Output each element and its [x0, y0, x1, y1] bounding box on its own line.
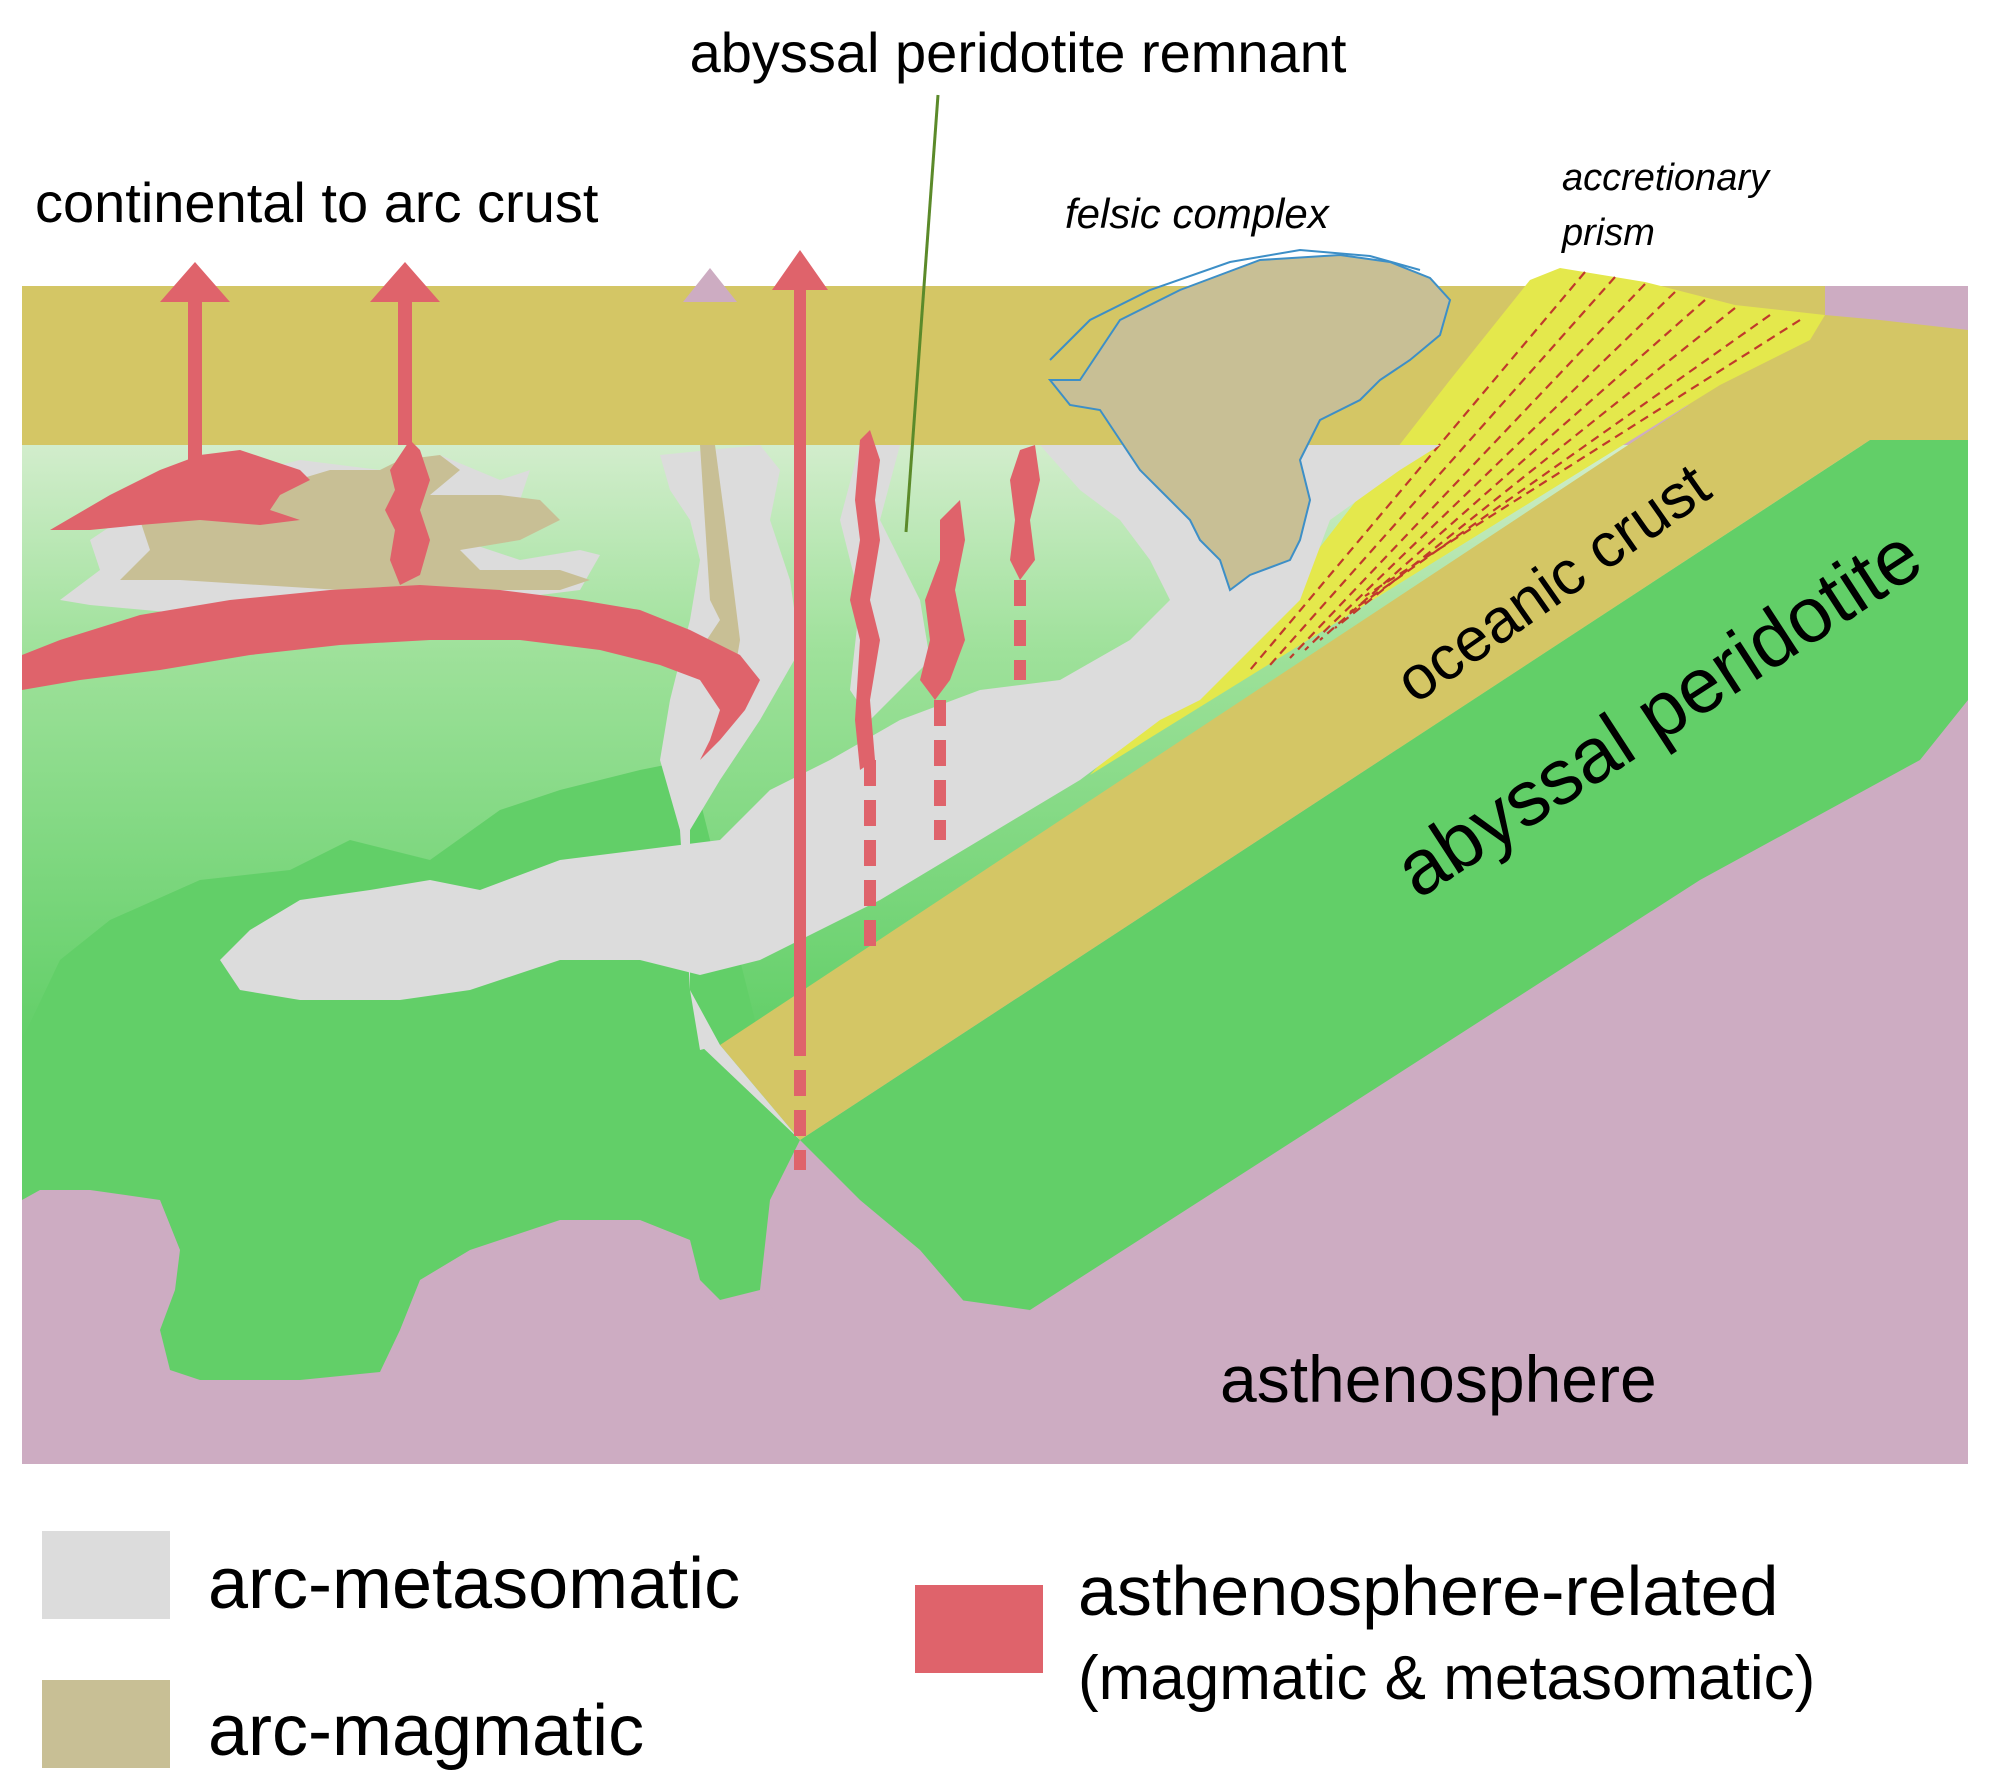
prism-faults: [1249, 271, 1801, 671]
legend-swatch-asthenosphere-related: [915, 1585, 1043, 1673]
felsic-outer-outline: [1049, 248, 1421, 361]
legend-swatch-arc-metasomatic: [42, 1531, 170, 1619]
legend-label-asthenosphere-related-detail: (magmatic & metasomatic): [1078, 1644, 1816, 1713]
legend-label-arc-metasomatic: arc-metasomatic: [208, 1544, 741, 1624]
arc-magmatic-bodies: [120, 445, 740, 700]
felsic-complex: [1047, 253, 1452, 592]
asthenosphere-related-lens: [22, 585, 760, 760]
label-felsic-complex: felsic complex: [1065, 190, 1331, 237]
label-continental-to-arc-crust: continental to arc crust: [35, 171, 599, 234]
label-prism: prism: [1561, 212, 1655, 254]
legend-swatch-arc-magmatic: [42, 1680, 170, 1768]
magma-feeder-arrows: [160, 250, 828, 1030]
legend-label-asthenosphere-related: asthenosphere-related: [1078, 1552, 1779, 1630]
abyssal-peridotite-slab: [800, 440, 1968, 1320]
dashed-feeders: [794, 580, 1026, 1170]
label-asthenosphere: asthenosphere: [1220, 1342, 1657, 1416]
label-abyssal-peridotite-remnant: abyssal peridotite remnant: [690, 21, 1347, 84]
asthenosphere-related-bodies: [50, 430, 1040, 770]
legend-label-arc-magmatic: arc-magmatic: [208, 1691, 645, 1771]
oceanic-crust-slab: [720, 315, 1968, 1140]
label-accretionary: accretionary: [1562, 157, 1771, 199]
accretionary-prism: [1090, 268, 1825, 775]
remnant-leader-line: [904, 94, 940, 533]
wedge-tip: [760, 1180, 1030, 1330]
